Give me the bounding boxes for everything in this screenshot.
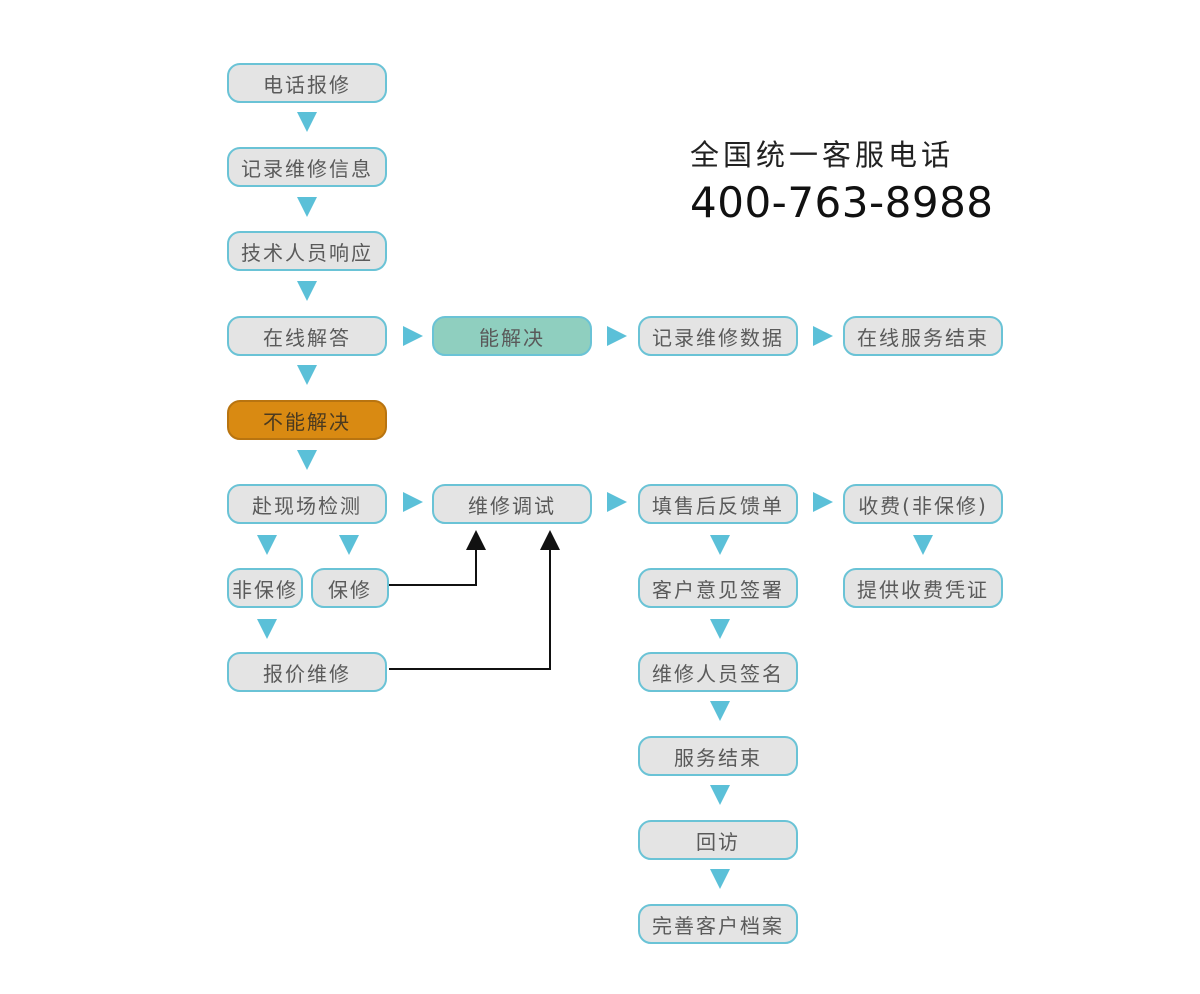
node-provide-receipt: 提供收费凭证	[843, 568, 1003, 608]
node-staff-sign: 维修人员签名	[638, 652, 798, 692]
arrow-right-icon	[607, 326, 627, 346]
node-customer-sign: 客户意见签署	[638, 568, 798, 608]
arrowhead-up-icon	[540, 530, 560, 550]
arrow-down-icon	[257, 535, 277, 555]
node-repair-debug: 维修调试	[432, 484, 592, 524]
arrow-right-icon	[813, 326, 833, 346]
arrow-down-icon	[710, 869, 730, 889]
arrow-down-icon	[297, 112, 317, 132]
arrow-down-icon	[710, 535, 730, 555]
hotline-title: 全国统一客服电话	[690, 138, 955, 172]
node-can-solve: 能解决	[432, 316, 592, 356]
arrow-down-icon	[710, 785, 730, 805]
arrow-down-icon	[297, 197, 317, 217]
connector-warranty-to-repair	[389, 548, 477, 586]
hotline-number: 400-763-8988	[690, 178, 994, 227]
arrow-right-icon	[403, 492, 423, 512]
arrow-down-icon	[339, 535, 359, 555]
arrow-down-icon	[297, 281, 317, 301]
node-service-end: 服务结束	[638, 736, 798, 776]
arrow-down-icon	[913, 535, 933, 555]
arrow-down-icon	[710, 701, 730, 721]
node-record-data: 记录维修数据	[638, 316, 798, 356]
arrow-down-icon	[257, 619, 277, 639]
node-quote-repair: 报价维修	[227, 652, 387, 692]
arrow-right-icon	[813, 492, 833, 512]
node-phone-report: 电话报修	[227, 63, 387, 103]
arrow-down-icon	[710, 619, 730, 639]
node-complete-file: 完善客户档案	[638, 904, 798, 944]
node-record-info: 记录维修信息	[227, 147, 387, 187]
arrow-right-icon	[607, 492, 627, 512]
arrowhead-up-icon	[466, 530, 486, 550]
arrow-down-icon	[297, 450, 317, 470]
arrow-down-icon	[297, 365, 317, 385]
node-cannot-solve: 不能解决	[227, 400, 387, 440]
node-fill-feedback: 填售后反馈单	[638, 484, 798, 524]
connector-quote-to-repair	[389, 548, 551, 670]
node-non-warranty: 非保修	[227, 568, 303, 608]
node-onsite-check: 赴现场检测	[227, 484, 387, 524]
node-tech-response: 技术人员响应	[227, 231, 387, 271]
node-warranty: 保修	[311, 568, 389, 608]
node-charge: 收费(非保修)	[843, 484, 1003, 524]
node-online-end: 在线服务结束	[843, 316, 1003, 356]
arrow-right-icon	[403, 326, 423, 346]
node-online-answer: 在线解答	[227, 316, 387, 356]
node-revisit: 回访	[638, 820, 798, 860]
